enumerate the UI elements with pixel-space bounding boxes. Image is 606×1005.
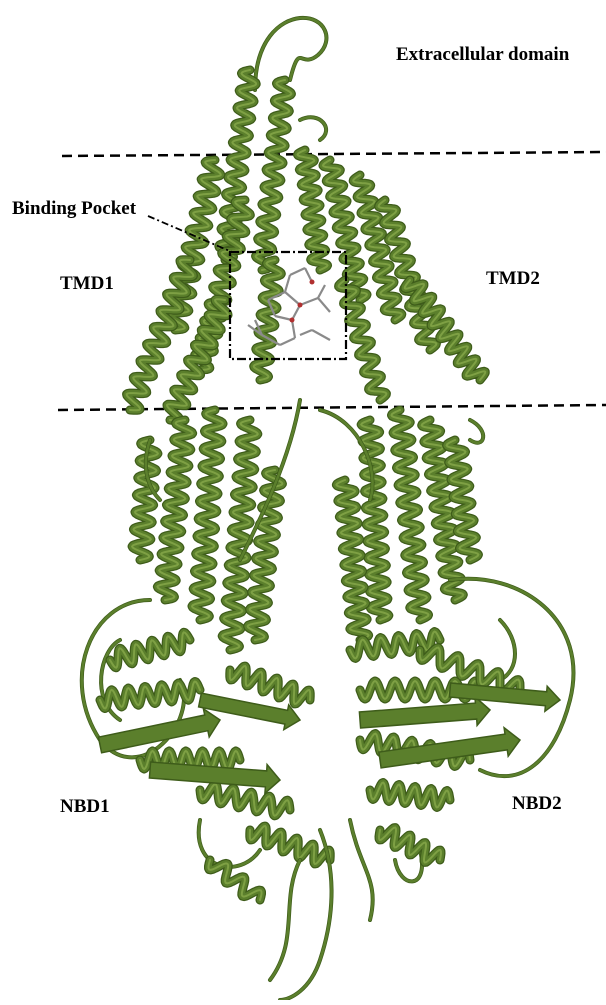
protein-ribbons [82, 18, 574, 1000]
binding-pocket-label: Binding Pocket [12, 198, 136, 220]
ligand-bond [300, 330, 312, 335]
ligand-bond [292, 320, 295, 338]
extracellular-loop-2 [300, 117, 326, 140]
icl-helix-1-highlight [157, 420, 192, 600]
nbd1-helix-6 [250, 826, 330, 864]
tmd1-helix-7 [254, 260, 282, 380]
extracellular-loop-1 [255, 18, 326, 90]
icl-helix-4 [248, 470, 283, 640]
nbd1-label: NBD1 [60, 796, 110, 818]
nbd2-helix-6 [379, 828, 441, 863]
tmd1-helix-2-highlight [256, 80, 292, 270]
ligand-bond [280, 338, 295, 345]
nbd1-helix-1 [110, 632, 190, 667]
ligand-bond [300, 298, 318, 305]
ligand-bond [312, 330, 330, 340]
ligand-oxygen-atom [310, 280, 315, 285]
ligand-bond [285, 275, 290, 292]
tmd2-helix-5-highlight [405, 280, 485, 380]
tmd1-helix-2 [256, 80, 292, 270]
ligand-oxygen-atom [298, 303, 303, 308]
c-terminal-tail-2 [270, 860, 300, 980]
icl-helix-1 [157, 420, 192, 600]
nbd1-helix-4 [200, 784, 290, 816]
nbd2-helix-4 [370, 783, 450, 808]
membrane-boundary-top [62, 152, 606, 156]
c-terminal-tail-2-shadow [270, 860, 300, 980]
tmd2-label: TMD2 [486, 268, 540, 290]
nbd-linker-loop [350, 820, 373, 920]
ligand-bond [290, 268, 305, 275]
ligand-bond [318, 298, 330, 312]
icl-helix-2 [192, 410, 223, 620]
tmd2-helix-5 [405, 280, 485, 380]
ligand-bond [292, 305, 300, 320]
ligand-bond [318, 285, 325, 298]
tmd1-label: TMD1 [60, 273, 114, 295]
extracellular-domain-label: Extracellular domain [396, 44, 569, 66]
ligand-bond [275, 316, 292, 320]
nbd1-helix-5 [230, 666, 310, 704]
nbd2-label: NBD2 [512, 793, 562, 815]
ligand-bond [285, 292, 300, 305]
ligand-oxygen-atom [290, 318, 295, 323]
